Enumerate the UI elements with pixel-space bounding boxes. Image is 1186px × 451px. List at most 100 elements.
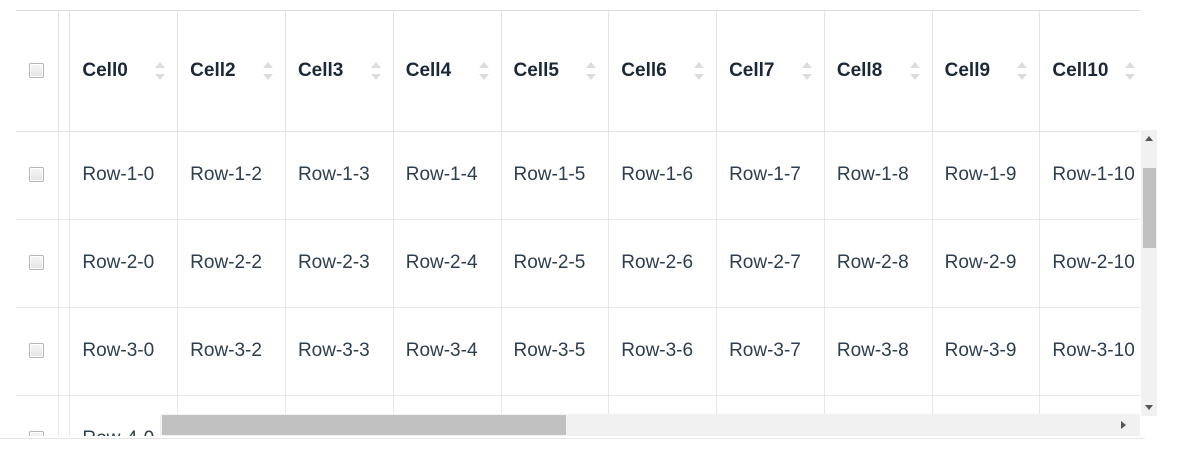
vertical-scrollbar[interactable] [1140, 130, 1157, 416]
cell-text: Row-3-0 [82, 340, 155, 361]
cell-text: Row-2-3 [297, 252, 370, 273]
cell-text: Row-3-5 [513, 340, 586, 361]
cell-text: Row-2-0 [82, 252, 155, 273]
column-header-cell8[interactable]: Cell8 [824, 11, 933, 132]
table-cell: Row-1-3 [285, 131, 394, 220]
column-header-cell10[interactable]: Cell10 [1039, 11, 1140, 132]
select-all-checkbox[interactable] [29, 63, 45, 79]
cell-text: Row-1-5 [513, 164, 586, 185]
table-cell: Row-2-4 [393, 219, 502, 308]
cell-text: Row-2-5 [513, 252, 586, 273]
bottom-divider [0, 438, 1145, 439]
hidden-column-cell [58, 219, 71, 308]
table-row[interactable]: Row-3-0 Row-3-2 Row-3-3 Row-3-4 Row-3-5 … [16, 307, 1140, 396]
row-select-cell[interactable] [16, 395, 59, 436]
data-grid-table: Cell0 Cell2 Cell3 [16, 11, 1140, 436]
row-select-checkbox[interactable] [29, 167, 45, 183]
row-select-checkbox[interactable] [29, 431, 45, 436]
cell-text: Row-2-2 [190, 252, 262, 273]
cell-text: Row-3-10 [1052, 340, 1135, 361]
table-cell: Row-1-6 [608, 131, 718, 220]
column-header-label: Cell9 [944, 60, 991, 82]
sort-updown-icon[interactable] [370, 61, 381, 80]
table-row[interactable]: Row-2-0 Row-2-2 Row-2-3 Row-2-4 Row-2-5 … [16, 219, 1140, 308]
table-cell: Row-1-2 [177, 131, 286, 220]
row-select-cell[interactable] [16, 219, 59, 308]
data-grid: Cell0 Cell2 Cell3 [16, 10, 1140, 436]
table-cell: Row-1-0 [69, 131, 179, 220]
horizontal-scrollbar-thumb[interactable] [162, 415, 566, 435]
sort-updown-icon[interactable] [1017, 61, 1028, 80]
hidden-column-cell [58, 395, 71, 436]
cell-text: Row-1-4 [405, 164, 478, 185]
table-cell: Row-2-10 [1039, 219, 1140, 308]
horizontal-scrollbar[interactable] [160, 414, 1140, 436]
cell-text: Row-2-6 [621, 252, 694, 273]
row-select-checkbox[interactable] [29, 343, 45, 359]
column-header-cell6[interactable]: Cell6 [608, 11, 718, 132]
scroll-right-arrow-icon[interactable] [1116, 414, 1132, 436]
sort-updown-icon[interactable] [694, 61, 705, 80]
cell-text: Row-1-0 [82, 164, 155, 185]
row-select-checkbox[interactable] [29, 255, 45, 271]
cell-text: Row-1-3 [297, 164, 370, 185]
column-header-cell5[interactable]: Cell5 [501, 11, 610, 132]
vertical-scrollbar-thumb[interactable] [1143, 168, 1156, 248]
sort-updown-icon[interactable] [478, 61, 489, 80]
column-header-label: Cell3 [297, 60, 344, 82]
cell-text: Row-3-7 [729, 340, 801, 361]
column-header-cell4[interactable]: Cell4 [393, 11, 502, 132]
sort-updown-icon[interactable] [909, 61, 920, 80]
cell-text: Row-2-7 [729, 252, 801, 273]
cell-text: Row-2-9 [944, 252, 1017, 273]
table-cell: Row-3-6 [608, 307, 718, 396]
table-cell: Row-2-6 [608, 219, 718, 308]
table-cell: Row-3-3 [285, 307, 394, 396]
table-cell: Row-3-8 [824, 307, 933, 396]
table-cell: Row-1-8 [824, 131, 933, 220]
hidden-column-cell [58, 131, 71, 220]
table-row[interactable]: Row-1-0 Row-1-2 Row-1-3 Row-1-4 Row-1-5 … [16, 131, 1140, 220]
table-body: Row-1-0 Row-1-2 Row-1-3 Row-1-4 Row-1-5 … [16, 131, 1140, 436]
row-select-cell[interactable] [16, 131, 59, 220]
cell-text: Row-1-2 [190, 164, 262, 185]
table-cell: Row-1-10 [1039, 131, 1140, 220]
column-header-cell9[interactable]: Cell9 [932, 11, 1041, 132]
cell-text: Row-3-6 [621, 340, 694, 361]
column-header-cell7[interactable]: Cell7 [716, 11, 825, 132]
table-cell: Row-3-5 [501, 307, 610, 396]
table-cell: Row-3-2 [177, 307, 286, 396]
cell-text: Row-2-10 [1052, 252, 1135, 273]
cell-text: Row-3-8 [836, 340, 909, 361]
header-row: Cell0 Cell2 Cell3 [16, 11, 1140, 132]
cell-text: Row-3-2 [190, 340, 262, 361]
scroll-down-arrow-icon[interactable] [1141, 399, 1157, 416]
column-header-cell0[interactable]: Cell0 [69, 11, 179, 132]
column-header-label: Cell8 [836, 60, 883, 82]
sort-updown-icon[interactable] [801, 61, 812, 80]
row-select-cell[interactable] [16, 307, 59, 396]
column-header-cell3[interactable]: Cell3 [285, 11, 394, 132]
cell-text: Row-2-8 [836, 252, 909, 273]
cell-text: Row-1-8 [836, 164, 909, 185]
cell-text: Row-1-6 [621, 164, 694, 185]
table-cell: Row-3-9 [932, 307, 1041, 396]
table-cell: Row-1-5 [501, 131, 610, 220]
scroll-up-arrow-icon[interactable] [1141, 130, 1157, 147]
cell-text: Row-3-3 [297, 340, 370, 361]
sort-updown-icon[interactable] [586, 61, 597, 80]
column-header-label: Cell0 [82, 60, 128, 82]
sort-updown-icon[interactable] [262, 61, 273, 80]
select-all-header-cell[interactable] [16, 11, 59, 132]
sort-updown-icon[interactable] [1125, 61, 1136, 80]
hidden-column-cell [58, 307, 71, 396]
column-header-label: Cell10 [1052, 60, 1109, 82]
table-cell: Row-2-2 [177, 219, 286, 308]
column-header-cell2[interactable]: Cell2 [177, 11, 286, 132]
table-cell: Row-3-0 [69, 307, 179, 396]
column-header-label: Cell6 [621, 60, 667, 82]
sort-updown-icon[interactable] [155, 61, 166, 80]
hidden-column-header-cell [58, 11, 71, 132]
cell-text: Row-4-0 [82, 422, 165, 436]
table-cell: Row-1-4 [393, 131, 502, 220]
